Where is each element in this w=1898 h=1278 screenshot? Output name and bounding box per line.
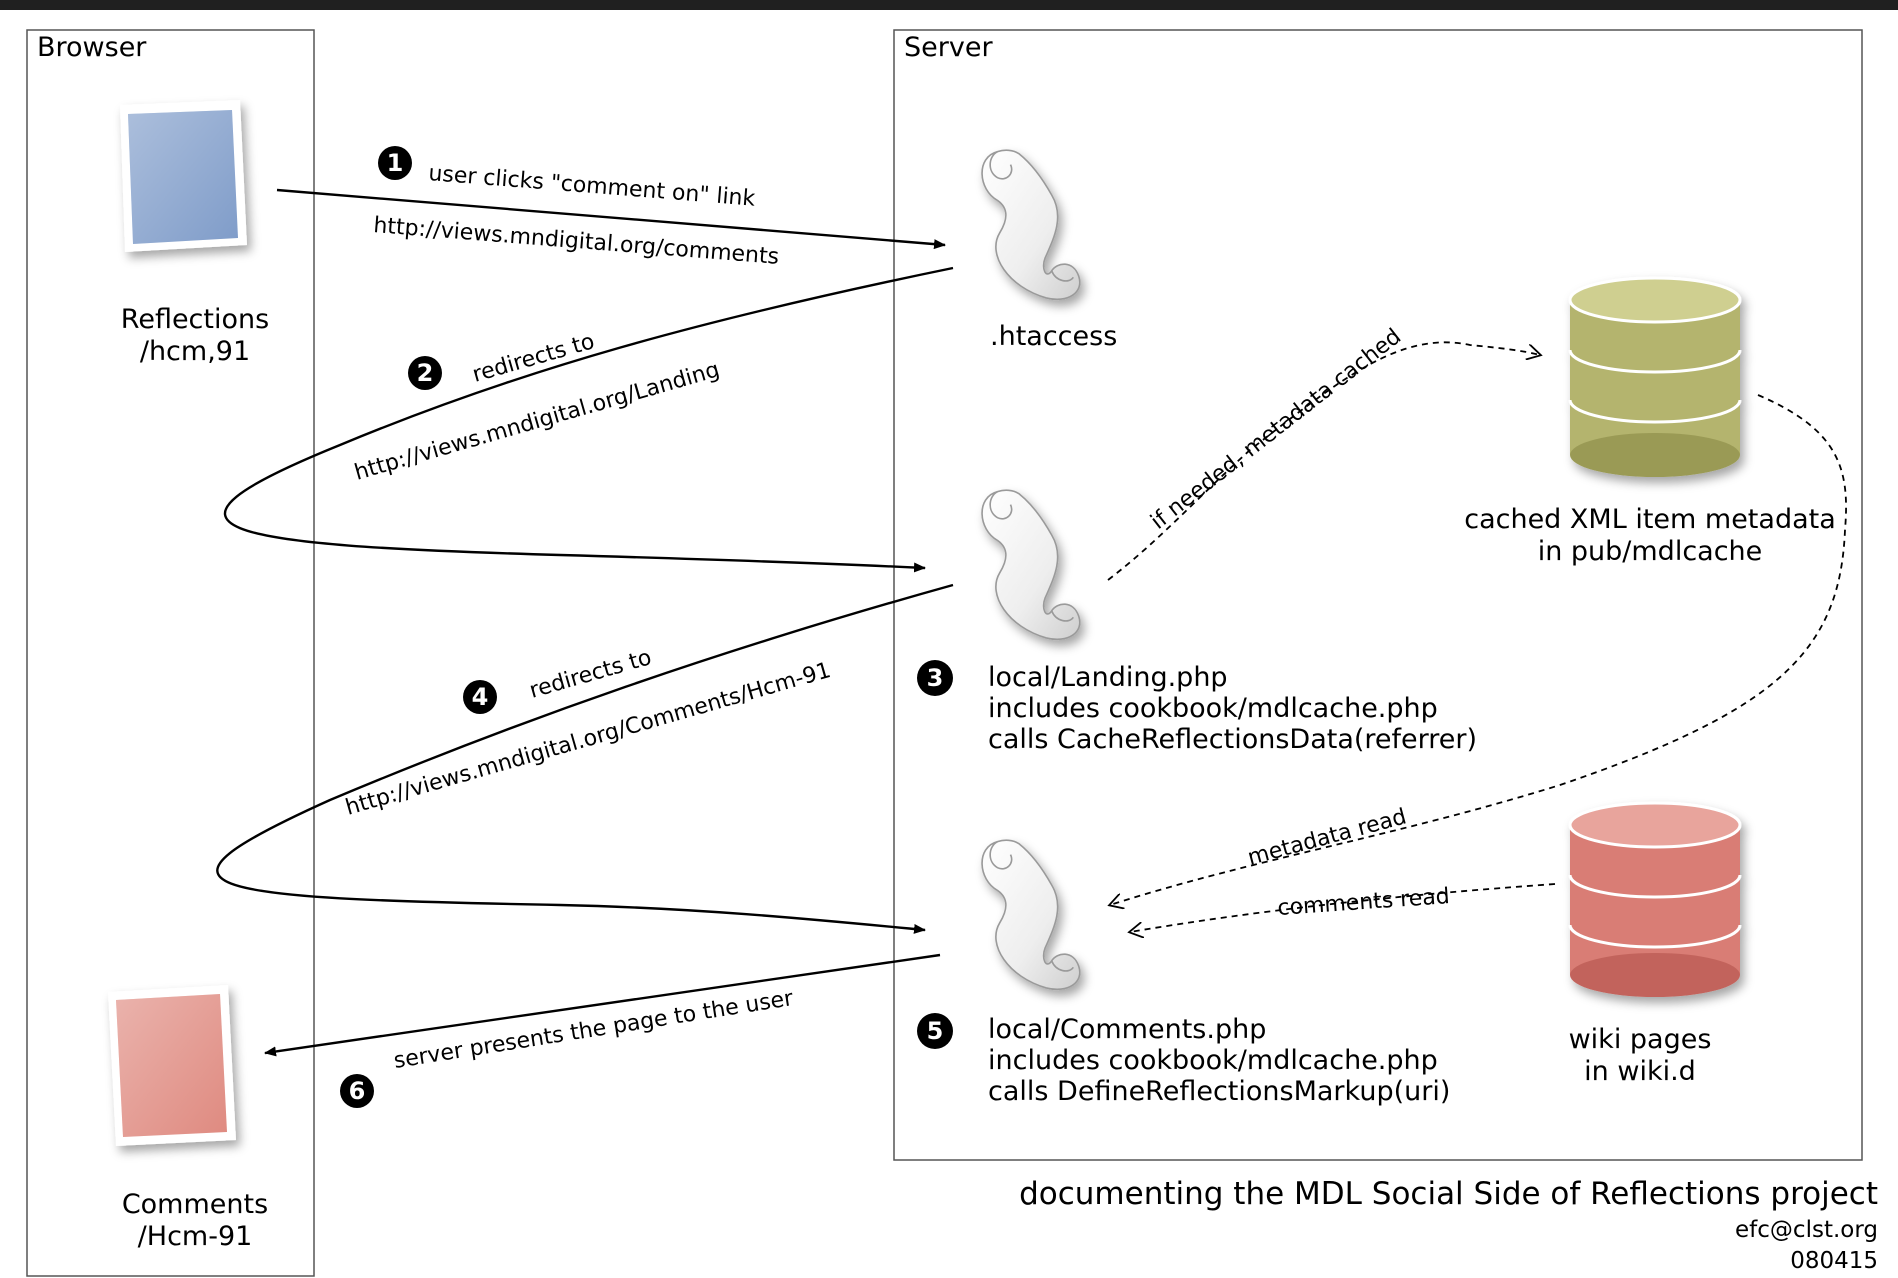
svg-text:4: 4 [472, 683, 489, 711]
reflections-label-1: Reflections [121, 304, 269, 335]
htaccess-label: .htaccess [990, 321, 1117, 352]
comments-php-line-2: includes cookbook/mdlcache.php [988, 1045, 1438, 1076]
comments-php-line-3: calls DefineReflectionsMarkup(uri) [988, 1076, 1450, 1107]
wiki-label-2: in wiki.d [1584, 1056, 1696, 1087]
step-1-badge: 1 [378, 146, 412, 180]
reflections-label-2: /hcm,91 [140, 336, 250, 367]
server-panel-label: Server [904, 32, 993, 63]
landing-line-1: local/Landing.php [988, 662, 1228, 693]
svg-text:6: 6 [349, 1077, 366, 1105]
comments-label-2: /Hcm-91 [138, 1221, 253, 1252]
svg-text:1: 1 [387, 149, 404, 177]
cache-label-2: in pub/mdlcache [1538, 536, 1763, 567]
cache-database-icon [1568, 276, 1742, 477]
wiki-label-1: wiki pages [1569, 1024, 1712, 1055]
edge-2-arrow [224, 266, 954, 573]
comments-label-1: Comments [122, 1189, 268, 1220]
comments-read-arrow [1130, 883, 1556, 932]
step-2-badge: 2 [408, 356, 442, 390]
step-4-badge: 4 [463, 680, 497, 714]
edge-6-arrow [264, 953, 941, 1057]
cache-label-1: cached XML item metadata [1464, 504, 1836, 535]
footer-date: 080415 [1790, 1248, 1878, 1274]
cache-write-arrow [1107, 341, 1540, 581]
metadata-read-arrow [1110, 394, 1847, 905]
white-area [0, 10, 1898, 1278]
server-panel [893, 29, 1863, 1161]
reflections-document-icon [120, 100, 247, 252]
comments-php-line-1: local/Comments.php [988, 1014, 1266, 1045]
svg-text:2: 2 [417, 359, 434, 387]
wiki-database-icon [1568, 801, 1742, 997]
comments-document-icon [108, 985, 236, 1146]
browser-panel [26, 29, 315, 1277]
step-3-badge: 3 [917, 660, 953, 696]
svg-text:3: 3 [927, 664, 944, 692]
footer-email: efc@clst.org [1735, 1217, 1878, 1243]
step-5-badge: 5 [917, 1013, 953, 1049]
step-6-badge: 6 [340, 1074, 374, 1108]
edge-1-arrow [276, 188, 946, 250]
edge-4-arrow [216, 583, 954, 934]
landing-line-3: calls CacheReflectionsData(referrer) [988, 724, 1477, 755]
svg-text:5: 5 [927, 1017, 944, 1045]
landing-line-2: includes cookbook/mdlcache.php [988, 693, 1438, 724]
browser-panel-label: Browser [37, 32, 147, 63]
footer-title: documenting the MDL Social Side of Refle… [1019, 1176, 1878, 1212]
